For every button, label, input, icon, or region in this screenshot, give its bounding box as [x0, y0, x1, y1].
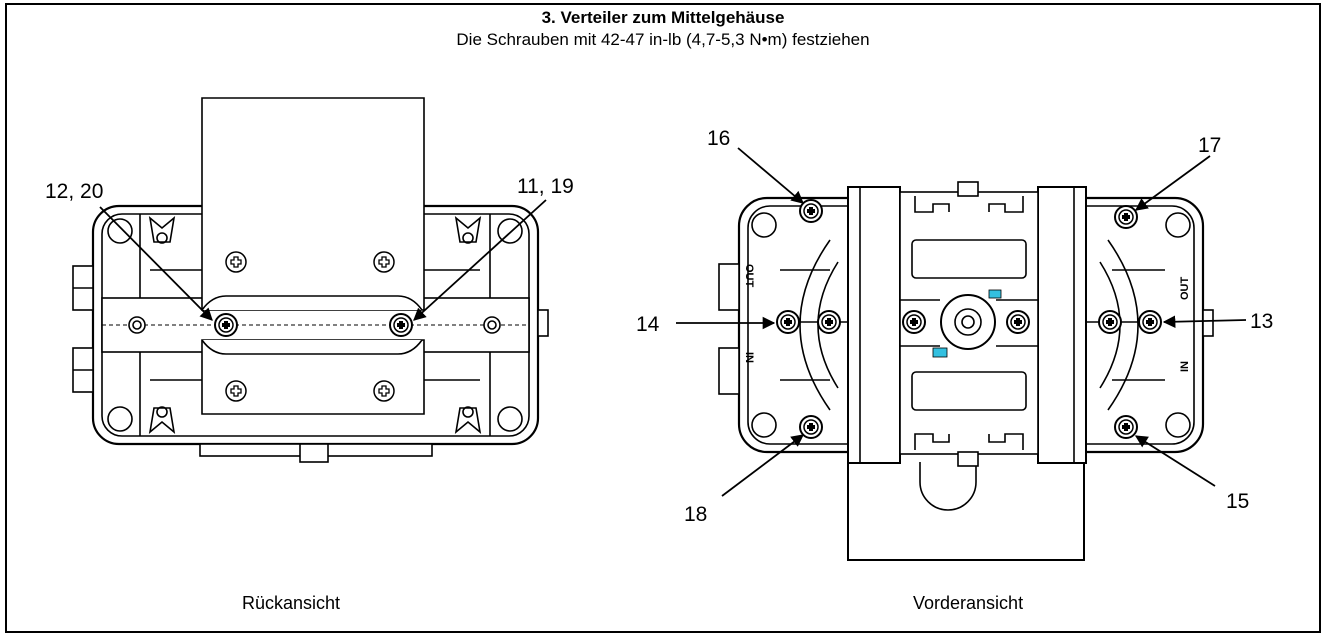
port-label-out-right: OUT: [1179, 277, 1191, 301]
figure-title: 3. Verteiler zum Mittelgehäuse: [541, 8, 785, 27]
figure-subtitle: Die Schrauben mit 42-47 in-lb (4,7-5,3 N…: [456, 30, 870, 49]
callout-label-12-20: 12, 20: [45, 180, 103, 203]
callout-arrow-16: [737, 147, 804, 204]
front-bolt-14: [776, 310, 800, 334]
clamp-right-bolt: [1098, 310, 1122, 334]
callout-arrow-13: [1162, 315, 1247, 329]
callout-arrow-right: [413, 199, 547, 321]
port-label-in-left: IN: [743, 352, 755, 363]
callout-label-13: 13: [1250, 310, 1273, 333]
front-view-drawing: [718, 181, 1214, 561]
front-bolt-13: [1138, 310, 1162, 334]
front-bolt-18: [799, 415, 823, 439]
callout-arrow-18: [721, 434, 805, 497]
rear-left-bolt: [214, 313, 238, 337]
callout-label-15: 15: [1226, 490, 1249, 513]
port-label-out-left: OUT: [743, 264, 755, 288]
callout-label-14: 14: [636, 313, 660, 336]
rear-right-bolt: [389, 313, 413, 337]
air-port-marker-top: [988, 289, 1002, 299]
port-label-in-right: IN: [1179, 361, 1191, 372]
callout-label-16: 16: [707, 127, 730, 150]
callout-label-11-19: 11, 19: [517, 175, 574, 198]
callout-arrow-15: [1134, 435, 1216, 487]
center-left-bolt: [902, 310, 926, 334]
front-view-caption: Vorderansicht: [913, 593, 1024, 613]
front-bolt-17: [1114, 205, 1138, 229]
front-bolt-16: [799, 199, 823, 223]
rear-view-caption: Rückansicht: [242, 593, 341, 613]
front-bolt-15: [1114, 415, 1138, 439]
rear-view-drawing: [72, 97, 549, 463]
clamp-left-bolt: [817, 310, 841, 334]
callout-arrow-left: [99, 206, 213, 321]
center-right-bolt: [1006, 310, 1030, 334]
callout-arrow-17: [1134, 155, 1211, 211]
callout-label-18: 18: [684, 503, 707, 526]
callout-label-17: 17: [1198, 134, 1221, 157]
air-port-marker-bottom: [932, 347, 948, 358]
